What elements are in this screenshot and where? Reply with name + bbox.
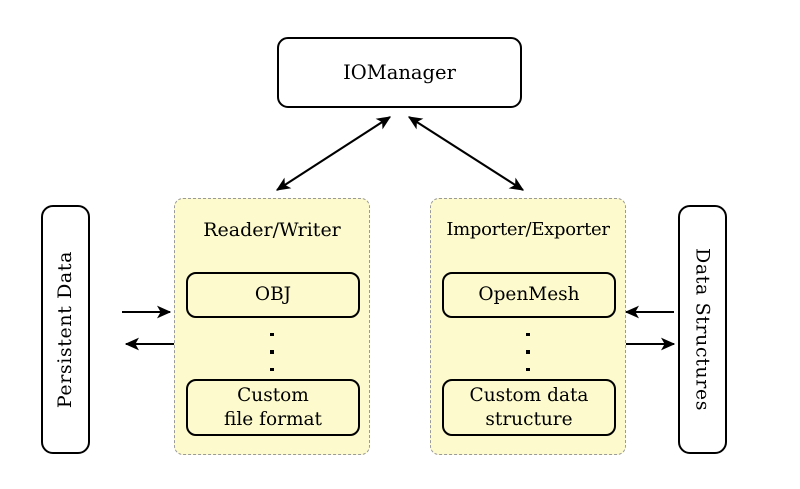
arrow-manager-importer-exporter [407,116,525,191]
iomanager-node: IOManager [277,37,522,108]
importer-exporter-item-custom-data-structure: Custom data structure [442,379,616,436]
importer-exporter-ellipsis-icon [431,333,625,371]
importer-exporter-group-title: Importer/Exporter [446,219,610,240]
reader-writer-item-custom-file-format: Custom file format [186,379,360,436]
persistent-data-node: Persistent Data [41,205,90,454]
custom-file-format-line2: file format [224,408,322,430]
custom-data-structure-line2: structure [485,408,573,430]
persistent-data-label: Persistent Data [54,250,77,409]
arrow-manager-reader-writer [275,116,392,191]
reader-writer-ellipsis-icon [175,333,369,371]
reader-writer-item-custom-file-format-label: Custom file format [224,384,322,430]
importer-exporter-group: Importer/Exporter OpenMesh Custom data s… [430,198,626,455]
iomanager-label: IOManager [343,61,456,84]
reader-writer-group-title: Reader/Writer [203,219,341,241]
custom-file-format-line1: Custom [237,385,309,407]
reader-writer-item-obj-label: OBJ [254,284,292,306]
custom-data-structure-line1: Custom data [469,385,589,407]
importer-exporter-item-custom-data-structure-label: Custom data structure [470,384,589,430]
reader-writer-group: Reader/Writer OBJ Custom file format [174,198,370,455]
data-structures-label: Data Structures [691,247,714,412]
importer-exporter-item-openmesh-label: OpenMesh [478,284,580,306]
importer-exporter-item-openmesh: OpenMesh [442,272,616,318]
reader-writer-item-obj: OBJ [186,272,360,318]
data-structures-node: Data Structures [678,205,727,454]
